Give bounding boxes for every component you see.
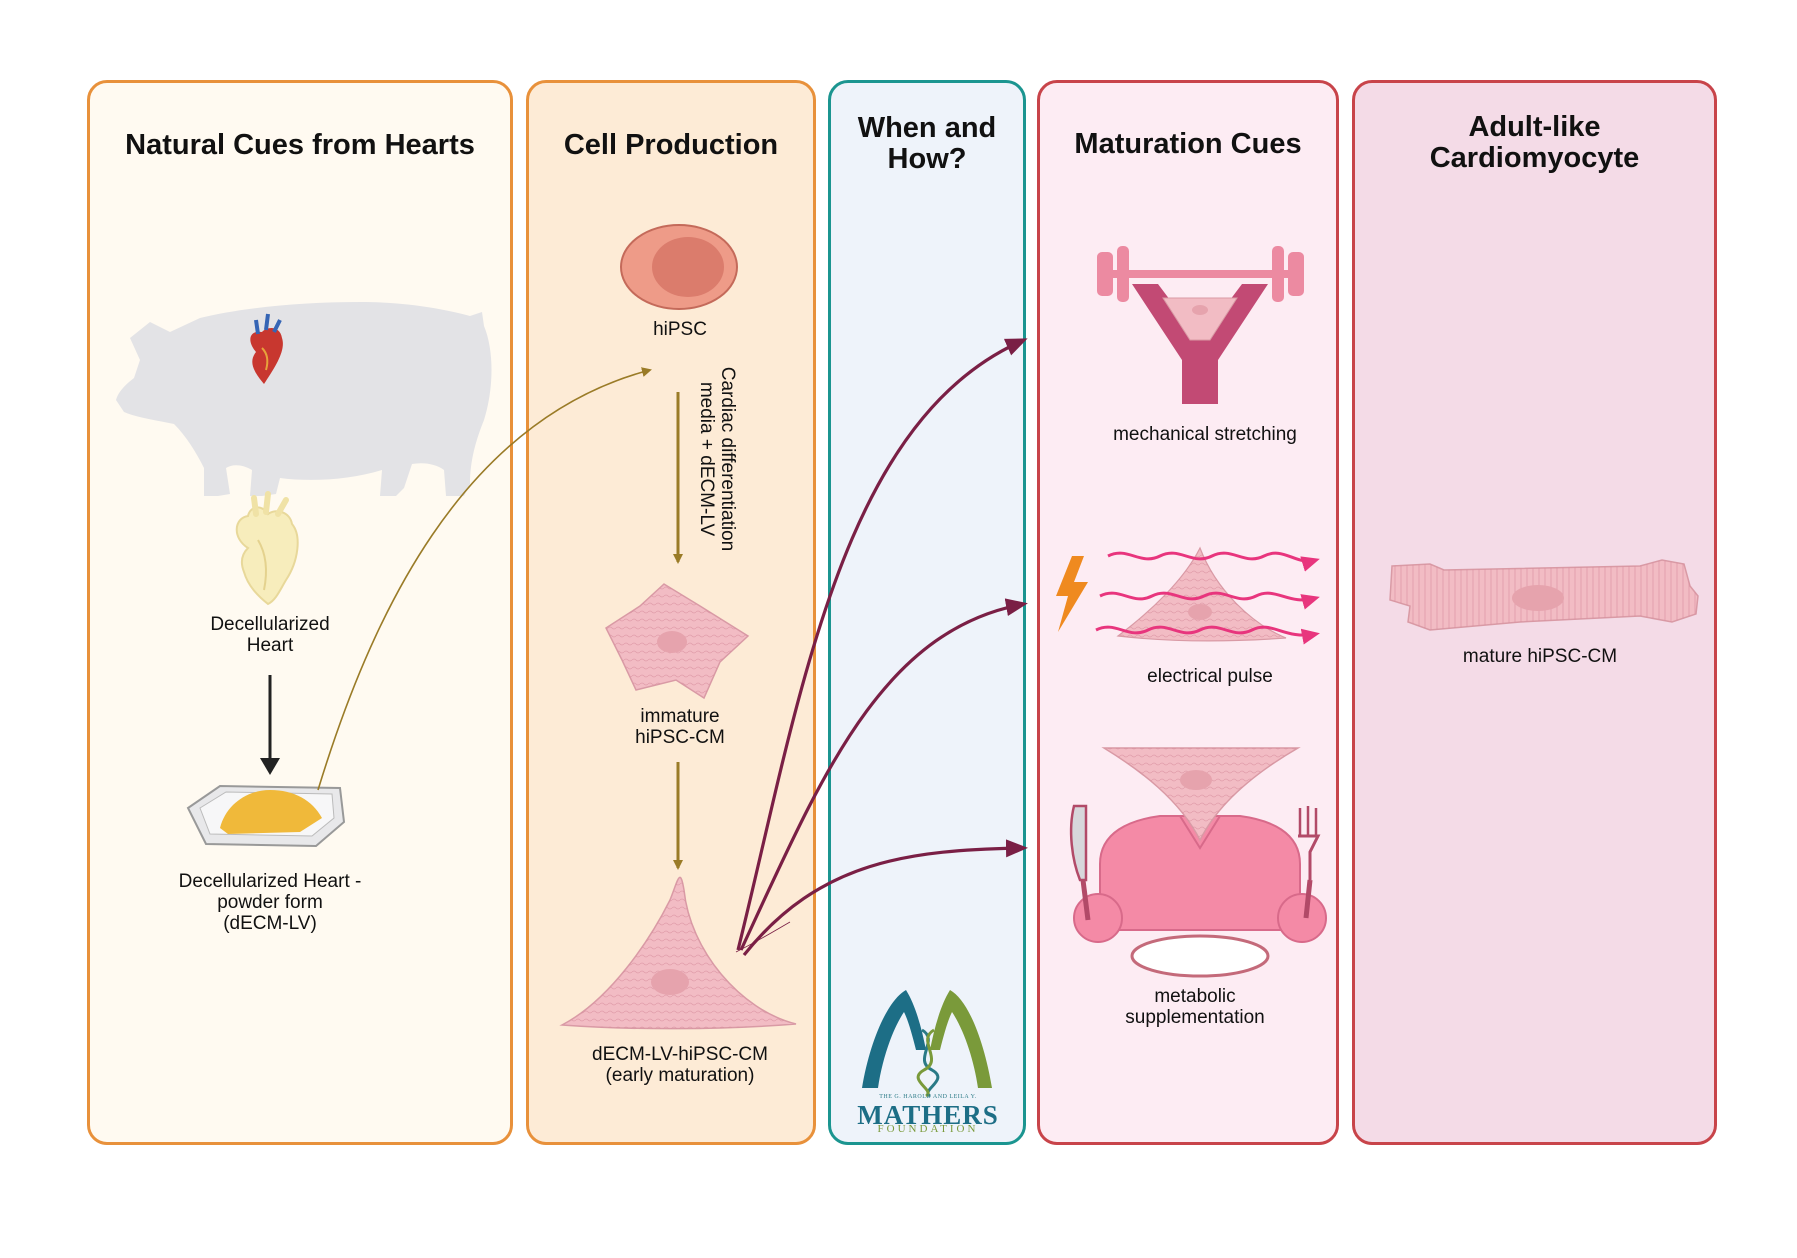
- barbell-icon: [1097, 246, 1304, 404]
- immature-cardiomyocyte-icon: [605, 583, 750, 700]
- label-cardiac-differentiation: Cardiac differentiation media + dECM-LV: [696, 366, 738, 552]
- arrow-powder-to-hipsc: [317, 367, 652, 791]
- decellularized-heart-icon: [235, 491, 299, 606]
- label-immature-hipsc-cm: immature hiPSC-CM: [635, 706, 725, 748]
- label-mature-hipsc-cm: mature hiPSC-CM: [1462, 646, 1618, 667]
- electrical-pulse-cell-icon: [1116, 546, 1287, 642]
- mathers-foundation-logo: THE G. HAROLD AND LEILA Y. MATHERS FOUND…: [846, 982, 1010, 1135]
- title-natural-cues: Natural Cues from Hearts: [125, 129, 475, 161]
- label-hipsc: hiPSC: [653, 319, 707, 340]
- eating-figure-icon: [1073, 747, 1327, 978]
- label-decellularized-heart: Decellularized Heart: [210, 614, 330, 656]
- logo-text-line1: THE G. HAROLD AND LEILA Y.: [879, 1094, 977, 1100]
- lightning-icon: [1056, 556, 1088, 632]
- pulse-waves: [1095, 551, 1320, 645]
- mathers-foundation-logo-mark: [862, 990, 992, 1098]
- logo-text-line2: MATHERS: [857, 1100, 999, 1130]
- arrow-to-mechanical: [736, 338, 1028, 951]
- label-early-maturation: dECM-LV-hiPSC-CM (early maturation): [592, 1044, 768, 1086]
- title-when-and-how: When and How?: [857, 112, 997, 175]
- label-powder-form: Decellularized Heart - powder form (dECM…: [178, 871, 362, 934]
- title-adult-cardiomyocyte: Adult-like Cardiomyocyte: [1429, 111, 1640, 174]
- heart-icon: [250, 313, 283, 384]
- title-cell-production: Cell Production: [563, 129, 779, 161]
- title-maturation-cues: Maturation Cues: [1074, 128, 1302, 160]
- logo-text-line3: FOUNDATION: [877, 1123, 979, 1135]
- label-electrical-pulse: electrical pulse: [1147, 666, 1273, 687]
- label-mechanical-stretching: mechanical stretching: [1113, 424, 1297, 445]
- mature-cardiomyocyte-icon: [1389, 559, 1699, 631]
- pig-icon: [116, 302, 492, 496]
- arrow-to-metabolic: [742, 839, 1028, 957]
- label-metabolic-supplementation: metabolic supplementation: [1125, 986, 1265, 1028]
- knife-icon: [1069, 804, 1091, 921]
- panel-natural-cues: [87, 80, 513, 1145]
- early-maturation-cardiomyocyte-icon: [559, 876, 797, 1030]
- arrow-to-electrical: [739, 598, 1028, 951]
- fork-icon: [1298, 806, 1321, 919]
- hipsc-cell-icon: [620, 224, 738, 310]
- powder-tray-icon: [186, 784, 346, 848]
